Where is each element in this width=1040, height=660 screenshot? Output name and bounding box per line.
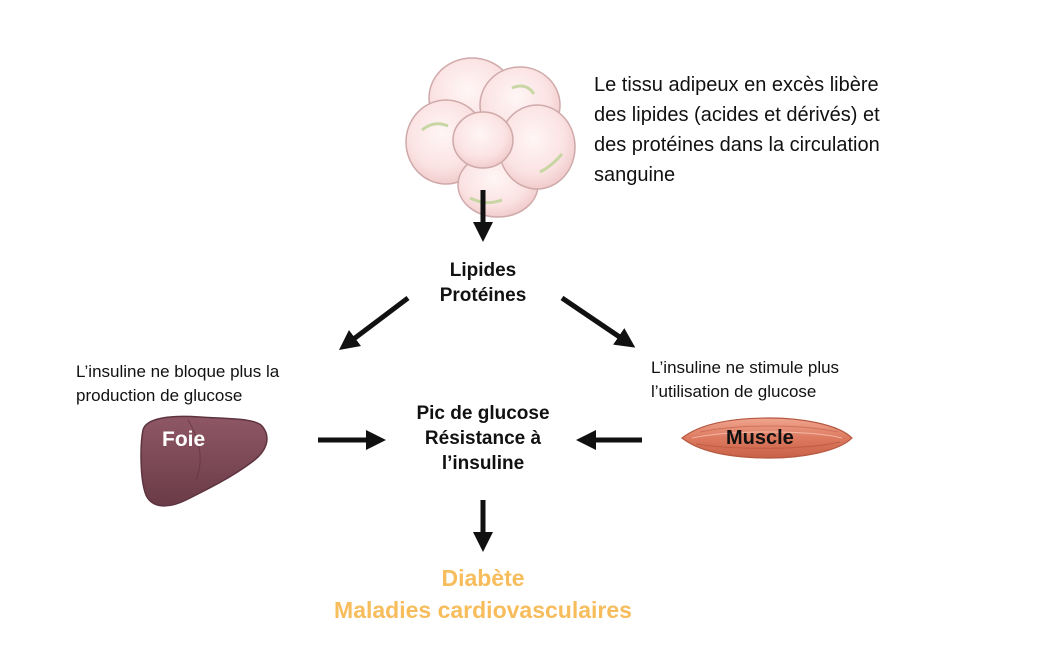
liver-label: Foie bbox=[162, 428, 206, 451]
arrow-lipids-to-liver bbox=[339, 296, 410, 351]
adipose-note-line: Le tissu adipeux en excès libère bbox=[594, 74, 879, 96]
adipose-note-line: des protéines dans la circulation bbox=[594, 134, 880, 156]
outcome-line: Maladies cardiovasculaires bbox=[334, 597, 632, 623]
center-mid-line: l’insuline bbox=[441, 453, 525, 474]
liver-icon bbox=[140, 415, 268, 507]
outcome-label: Diabète Maladies cardiovasculaires bbox=[283, 562, 683, 626]
center-top-line: Protéines bbox=[439, 285, 527, 306]
muscle-note-line: l’utilisation de glucose bbox=[651, 382, 817, 401]
liver-note-line: production de glucose bbox=[76, 386, 243, 405]
muscle-note: L’insuline ne stimule plus l’utilisation… bbox=[651, 356, 839, 404]
center-mid-line: Résistance à bbox=[424, 428, 542, 449]
glucose-resistance-label: Pic de glucose Résistance à l’insuline bbox=[383, 401, 583, 476]
muscle-icon bbox=[681, 417, 853, 459]
muscle-label: Muscle bbox=[726, 427, 794, 449]
arrow-lipids-to-muscle bbox=[560, 295, 636, 348]
adipose-tissue-icon bbox=[405, 57, 576, 218]
adipose-note-line: sanguine bbox=[594, 164, 676, 186]
outcome-line: Diabète bbox=[441, 565, 525, 591]
center-mid-line: Pic de glucose bbox=[416, 403, 550, 424]
center-top-line: Lipides bbox=[449, 260, 517, 281]
muscle-note-line: L’insuline ne stimule plus bbox=[651, 358, 840, 377]
liver-note-line: L’insuline ne bloque plus la bbox=[76, 362, 280, 381]
liver-note: L’insuline ne bloque plus la production … bbox=[76, 360, 279, 408]
adipose-note: Le tissu adipeux en excès libère des lip… bbox=[594, 70, 880, 190]
lipids-proteins-label: Lipides Protéines bbox=[403, 258, 563, 308]
adipose-note-line: des lipides (acides et dérivés) et bbox=[594, 104, 880, 126]
